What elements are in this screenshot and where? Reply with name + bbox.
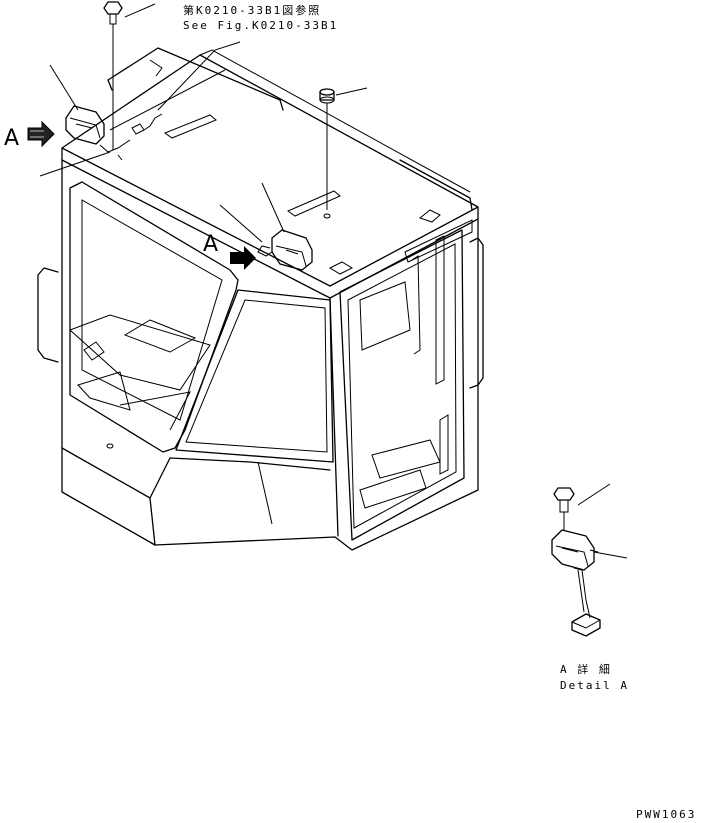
cab-roof [61,49,479,299]
cab-body [61,159,479,551]
view-arrow-center [230,246,256,270]
reference-text-en: See Fig.K0210-33B1 [183,19,339,32]
drawing-code: PWW1063 [636,808,697,821]
work-lamp-left [65,105,131,161]
detail-a-lamp [551,529,599,571]
wire-connector [131,113,163,135]
detail-label-en: Detail A [560,679,629,692]
reference-text-jp: 第K0210-33B1図参照 [183,4,322,17]
view-marker-a-left: A [4,126,20,151]
detail-a-stay [571,567,601,637]
leader-lines [39,3,628,559]
bolt-top [103,1,123,150]
view-marker-a-center: A [203,232,219,257]
detail-label-jp: A 詳 細 [560,663,612,676]
view-arrow-left [27,120,55,148]
detail-a-bolt [553,487,575,530]
side-handrails [37,237,484,389]
roof-handrail [107,47,473,211]
work-lamp-center [257,229,313,271]
rubber-grommet [319,88,335,210]
